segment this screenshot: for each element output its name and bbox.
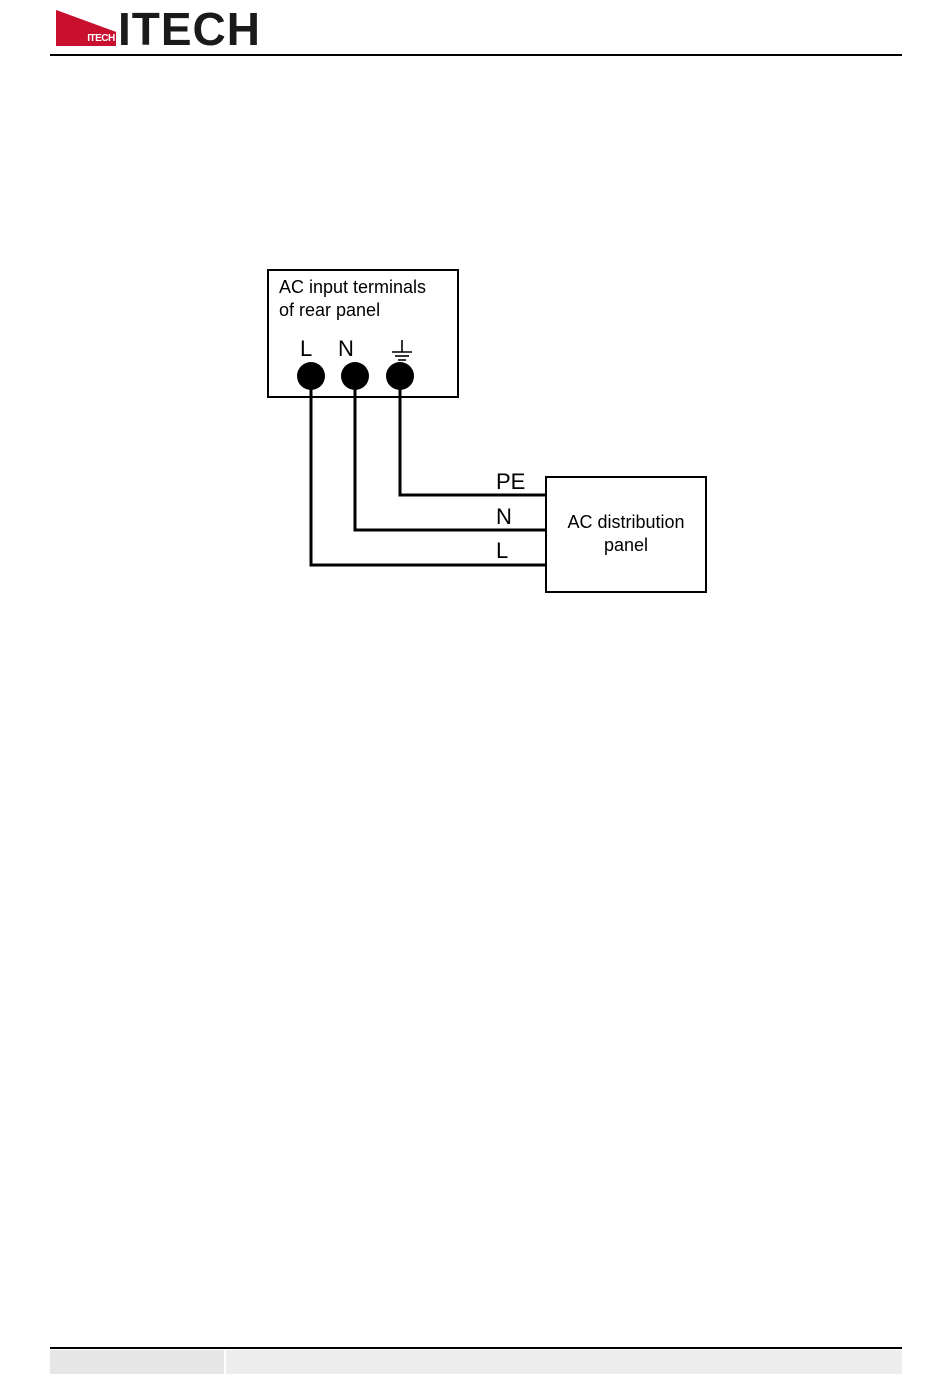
distribution-panel-title-line2: panel	[546, 534, 706, 557]
rear-panel-title-line2: of rear panel	[279, 299, 380, 322]
footer-cell-left	[50, 1350, 224, 1374]
wire-n	[355, 375, 546, 530]
terminal-pe	[386, 362, 414, 390]
wiring-diagram: AC input terminals of rear panel L N PE …	[0, 0, 950, 700]
terminal-l	[297, 362, 325, 390]
terminal-label-n: N	[338, 337, 354, 361]
footer-divider	[50, 1347, 902, 1349]
ground-icon	[392, 340, 412, 360]
rear-panel-title-line1: AC input terminals	[279, 276, 426, 299]
terminal-label-l: L	[300, 337, 312, 361]
wire-label-pe: PE	[496, 470, 525, 494]
distribution-panel-title-line1: AC distribution	[546, 511, 706, 534]
wire-label-l: L	[496, 539, 508, 563]
wire-label-n: N	[496, 505, 512, 529]
page-footer	[0, 1340, 950, 1397]
footer-cell-right	[226, 1350, 902, 1374]
terminal-n	[341, 362, 369, 390]
wiring-diagram-canvas	[0, 0, 950, 700]
